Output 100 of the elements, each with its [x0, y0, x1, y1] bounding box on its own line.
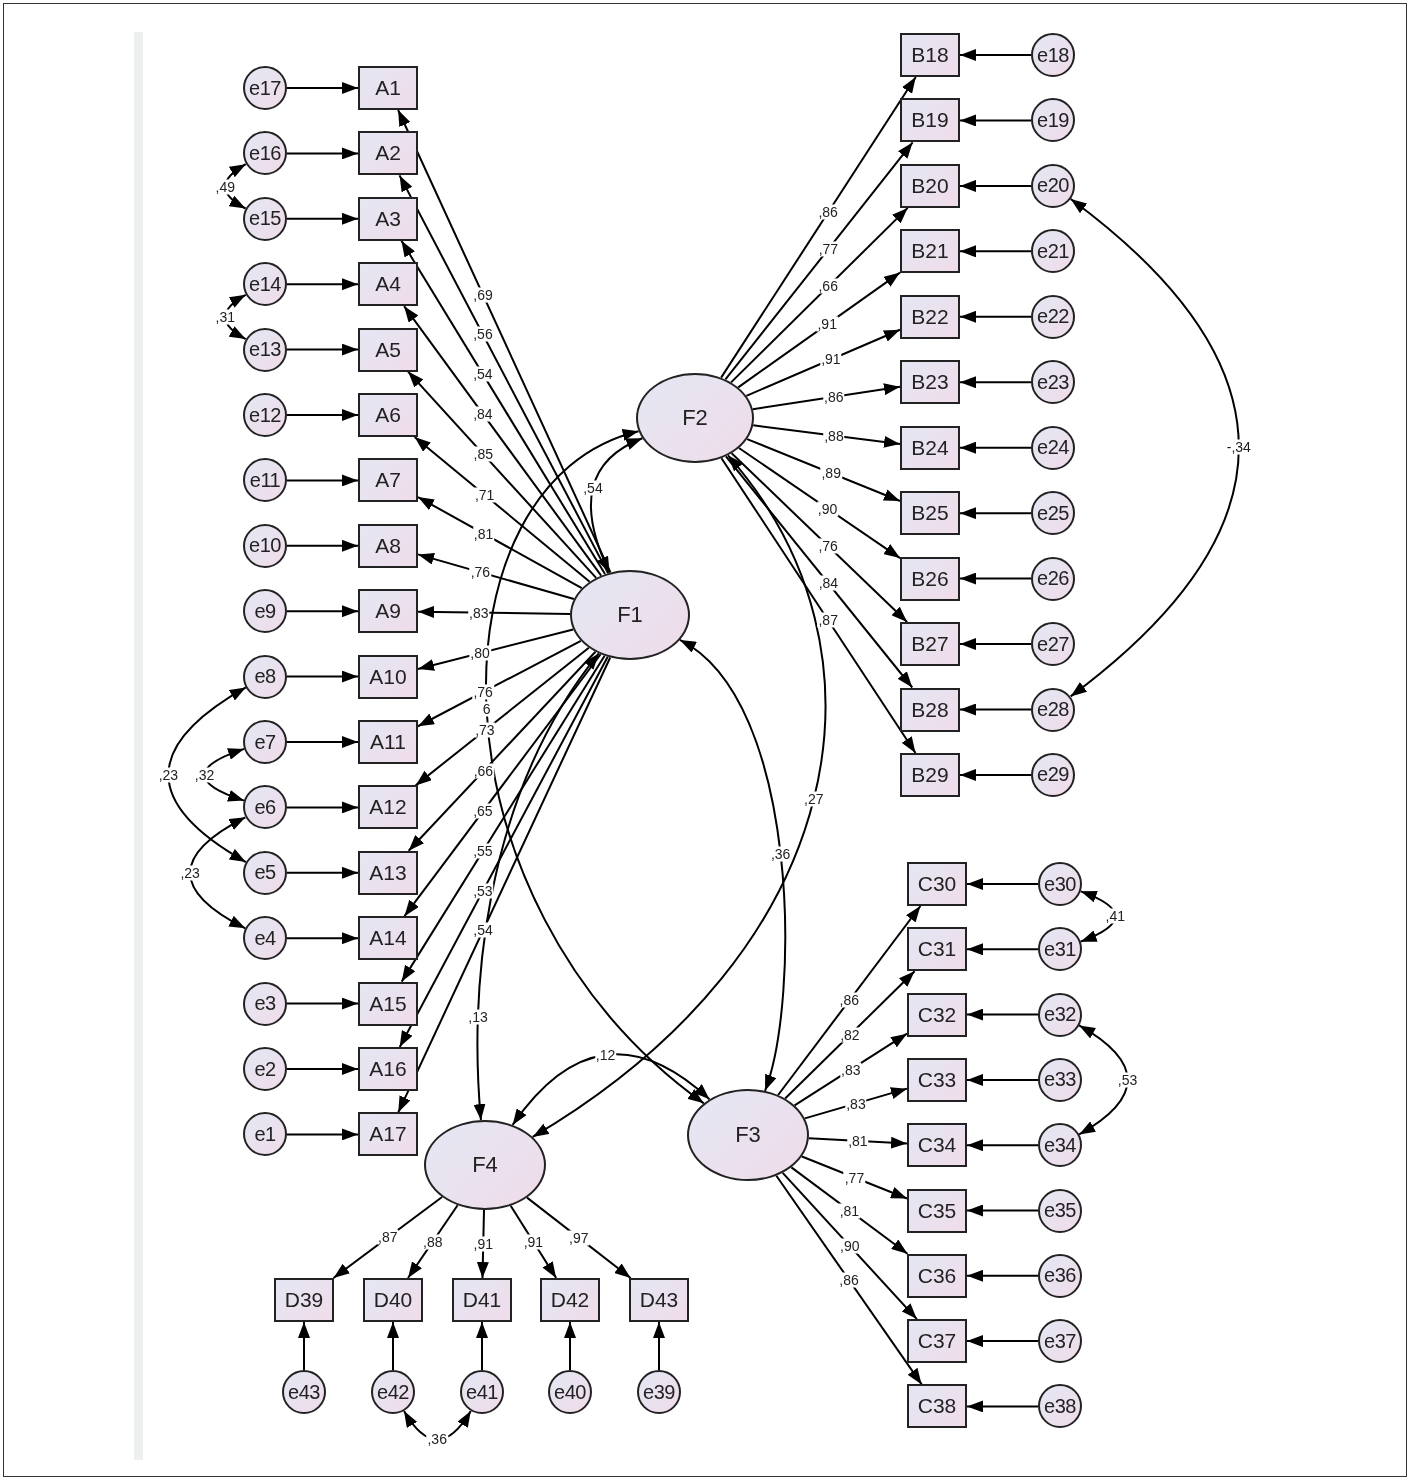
error-term-circle: e31: [1038, 927, 1082, 972]
error-term-circle: e30: [1038, 862, 1082, 906]
path-arrow: [730, 452, 909, 624]
error-term-circle: e34: [1038, 1123, 1082, 1168]
error-term-circle: e18: [1031, 33, 1075, 77]
path-arrow: [746, 438, 901, 502]
edge-label: ,86: [817, 204, 839, 220]
path-arrow: [417, 628, 575, 671]
path-arrow: [298, 1321, 310, 1371]
edge-label: ,53: [1116, 1072, 1139, 1088]
path-arrow: [959, 703, 1032, 716]
observed-variable-box: A9: [358, 589, 418, 634]
edge-label: ,27: [803, 791, 825, 807]
error-term-circle: e8: [243, 654, 287, 699]
covariance-arrow: [590, 437, 644, 574]
observed-variable-box: A15: [358, 981, 418, 1026]
observed-variable-box: B18: [900, 33, 960, 77]
edge-label: ,54: [582, 480, 604, 496]
observed-variable-box: C30: [907, 862, 967, 906]
observed-variable-box: B27: [900, 622, 960, 667]
observed-variable-box: B23: [900, 360, 960, 405]
observed-variable-box: C33: [907, 1057, 967, 1102]
path-arrow: [752, 424, 901, 448]
path-arrow: [793, 1032, 908, 1107]
path-arrow: [286, 1128, 359, 1141]
observed-variable-box: B20: [900, 163, 960, 208]
path-arrow: [959, 507, 1032, 520]
path-arrow: [737, 271, 901, 389]
path-arrow: [790, 1166, 909, 1255]
edge-label: ,77: [817, 241, 840, 257]
error-term-circle: e2: [243, 1047, 287, 1091]
edge-label: ,82: [839, 1027, 861, 1043]
path-arrow: [966, 1335, 1039, 1348]
error-term-circle: e22: [1031, 294, 1075, 339]
observed-variable-box: A10: [358, 654, 418, 699]
latent-factor-ellipse: F2: [636, 373, 754, 463]
edge-label: ,89: [820, 465, 842, 481]
error-term-circle: e14: [243, 262, 287, 307]
edge-label: ,86: [823, 389, 845, 405]
error-term-circle: e7: [243, 720, 287, 764]
path-arrow: [286, 997, 359, 1010]
path-arrow: [959, 114, 1032, 127]
edge-label: ,90: [816, 501, 839, 517]
observed-variable-box: A11: [358, 720, 418, 764]
observed-variable-box: A5: [358, 327, 418, 372]
observed-variable-box: A6: [358, 393, 418, 437]
error-term-circle: e10: [243, 523, 287, 568]
observed-variable-box: A12: [358, 785, 418, 830]
edge-label: ,86: [838, 993, 860, 1008]
path-arrow: [959, 441, 1032, 454]
covariance-arrow: [1069, 197, 1240, 698]
path-arrow: [966, 943, 1039, 956]
error-term-circle: e5: [243, 850, 287, 895]
observed-variable-box: A13: [358, 850, 418, 895]
path-arrow: [720, 76, 917, 379]
observed-variable-box: B24: [900, 425, 960, 470]
observed-variable-box: A17: [358, 1112, 418, 1157]
error-term-circle: e32: [1038, 992, 1082, 1037]
path-arrow: [653, 1321, 665, 1371]
error-term-circle: e26: [1031, 556, 1075, 601]
path-arrow: [286, 801, 359, 814]
error-term-circle: e1: [243, 1112, 287, 1157]
observed-variable-box: D41: [452, 1278, 512, 1322]
path-arrow: [476, 1321, 488, 1371]
edge-label: ,81: [847, 1133, 869, 1149]
observed-variable-box: A8: [358, 523, 418, 568]
error-term-circle: e33: [1038, 1057, 1082, 1102]
path-arrow: [286, 82, 359, 94]
error-term-circle: e9: [243, 589, 287, 634]
observed-variable-box: D39: [274, 1278, 334, 1322]
path-arrow: [286, 932, 359, 945]
edge-label: ,85: [472, 446, 494, 462]
edge-label: ,32: [193, 767, 216, 783]
path-arrow: [966, 878, 1039, 890]
path-arrow: [959, 245, 1032, 258]
error-term-circle: e27: [1031, 622, 1075, 667]
observed-variable-box: A14: [358, 916, 418, 961]
covariance-arrow: [167, 686, 247, 863]
observed-variable-box: D42: [540, 1278, 600, 1322]
edge-label: ,83: [845, 1096, 867, 1111]
edge-label: ,91: [816, 316, 838, 332]
edge-label: ,73: [474, 722, 496, 738]
edge-label: ,91: [820, 352, 842, 367]
covariance-arrow: [224, 293, 247, 341]
path-arrow: [407, 370, 598, 579]
observed-variable-box: C34: [907, 1123, 967, 1168]
observed-variable-box: A4: [358, 262, 418, 307]
path-arrow: [751, 383, 901, 411]
error-term-circle: e40: [548, 1370, 592, 1414]
observed-variable-box: D43: [629, 1278, 689, 1322]
path-arrow: [509, 1204, 558, 1279]
path-arrow: [526, 1196, 632, 1279]
edge-label: ,53: [472, 883, 494, 899]
error-term-circle: e42: [371, 1370, 415, 1414]
observed-variable-box: A7: [358, 458, 418, 503]
path-arrow: [959, 179, 1032, 192]
edge-label: 6: [481, 701, 492, 717]
error-term-circle: e35: [1038, 1188, 1082, 1233]
path-arrow: [286, 736, 359, 748]
error-term-circle: e41: [460, 1370, 504, 1414]
